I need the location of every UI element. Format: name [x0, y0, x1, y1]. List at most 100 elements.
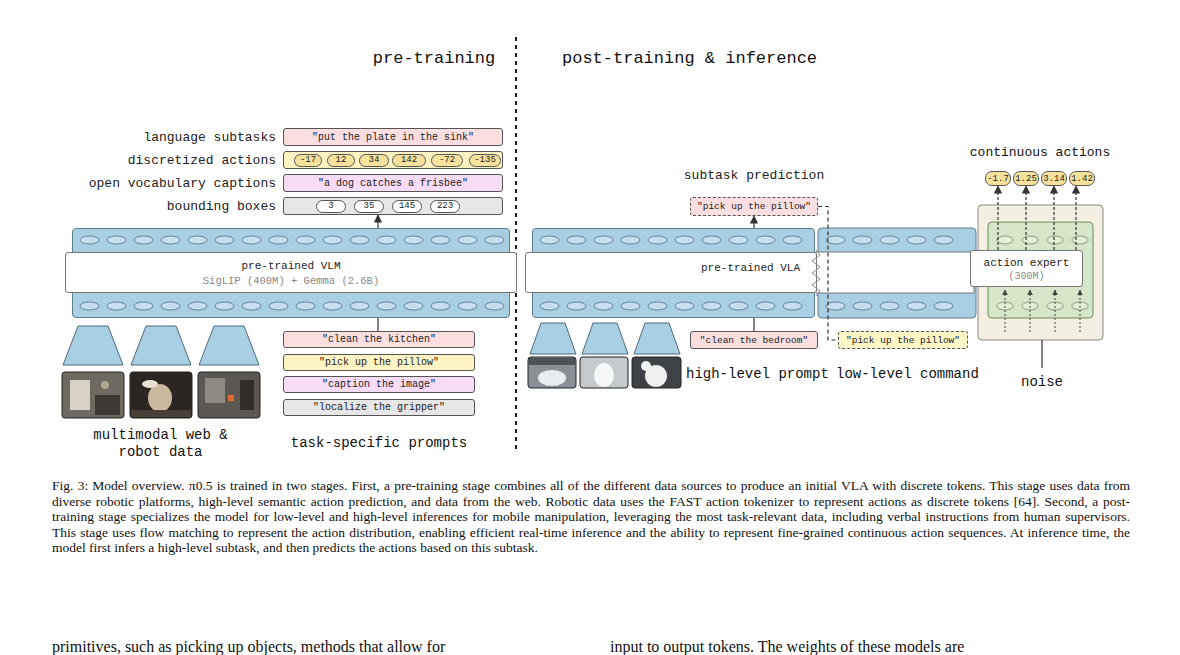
token-row	[76, 234, 508, 312]
token-band-strip	[816, 252, 974, 293]
box-text: 145	[393, 201, 421, 212]
command-box: "pick up the pillow"	[838, 331, 968, 349]
box-text: "pick up the pillow"	[839, 332, 967, 348]
section-label: high-level prompt	[686, 366, 836, 383]
noise-arrow	[1030, 290, 1031, 332]
prompt-box: "pick up the pillow"	[283, 354, 475, 371]
noise-arrow	[1080, 290, 1081, 332]
box-heading: language subtasks	[84, 129, 276, 145]
vlm-block: pre-trained VLMSigLIP (400M) + Gemma (2.…	[72, 228, 510, 318]
prompt-box: "clean the kitchen"	[283, 331, 475, 348]
prompt-box: "localize the gripper"	[283, 399, 475, 416]
section-label: noise	[1015, 374, 1069, 391]
action-value-pill: 3.14	[1041, 171, 1067, 186]
box-text: pre-trained VLA	[693, 261, 808, 275]
token-pill: -72	[431, 154, 463, 167]
action-value-pill: -1.7	[985, 171, 1011, 186]
image-encoder	[131, 326, 191, 365]
photo	[198, 372, 260, 418]
prompt-box: "caption the image"	[283, 376, 475, 393]
connector-arrow	[1053, 186, 1054, 250]
box-text: 1.25	[1014, 172, 1038, 185]
token-pill: 35	[354, 200, 384, 213]
section-label: low-level command	[836, 366, 986, 383]
box-text: (300M)	[971, 270, 1082, 282]
noise-arrow	[1005, 290, 1006, 332]
action-token-box: discretized actions-171234142-72-135	[283, 151, 503, 169]
caption-box: open vocabulary captions"a dog catches a…	[283, 174, 503, 192]
token-pill: 223	[430, 200, 460, 213]
connector-line	[377, 318, 378, 331]
section-label: continuous actions	[960, 145, 1120, 161]
token-pill: 34	[359, 154, 389, 167]
section-label: multimodal web & robot data	[78, 427, 243, 461]
box-heading: bounding boxes	[84, 198, 276, 214]
connector-line	[753, 318, 754, 331]
action-value-pill: 1.25	[1013, 171, 1039, 186]
noise-line	[1041, 340, 1042, 368]
connector-arrow	[997, 186, 998, 250]
box-text: 34	[360, 155, 388, 166]
white-strip	[65, 252, 517, 293]
token-row	[536, 234, 806, 312]
box-text: "pick up the pillow"	[691, 198, 817, 215]
figure-caption: Fig. 3: Model overview. π0.5 is trained …	[52, 478, 1130, 556]
stage-divider	[515, 37, 517, 452]
box-text: SigLIP (400M) + Gemma (2.6B)	[73, 274, 509, 287]
image-encoder	[582, 323, 628, 354]
box-text: 35	[355, 201, 383, 212]
bbox-box: bounding boxes335145223	[283, 197, 503, 215]
box-text: 3.14	[1042, 172, 1066, 185]
prompt-box: "clean the bedroom"	[690, 331, 818, 349]
box-text: 1.42	[1070, 172, 1094, 185]
photo	[580, 357, 628, 388]
token-row	[993, 234, 1093, 312]
image-encoder	[63, 326, 123, 365]
box-text: 3	[317, 201, 345, 212]
box-text: "a dog catches a frisbee"	[284, 175, 502, 191]
image-encoder	[530, 323, 576, 354]
image-encoder	[199, 326, 259, 365]
subtask-box: language subtasks"put the plate in the s…	[283, 128, 503, 146]
photo	[632, 357, 681, 388]
box-text: -17	[295, 155, 321, 166]
connector-arrow	[377, 215, 378, 228]
token-pill: 142	[392, 154, 426, 167]
box-text: -1.7	[986, 172, 1010, 185]
token-pill: -17	[294, 154, 322, 167]
model-split	[812, 250, 820, 296]
action-expert-box: action expert(300M)	[970, 250, 1083, 287]
image-encoder	[634, 323, 680, 354]
box-text: "pick up the pillow"	[284, 355, 474, 370]
box-text: "clean the bedroom"	[691, 332, 817, 348]
vla-block: pre-trained VLA	[532, 228, 815, 318]
subtask-box: subtask prediction"pick up the pillow"	[690, 197, 818, 216]
connector-arrow	[753, 216, 754, 228]
box-text: "put the plate in the sink"	[284, 129, 502, 145]
box-heading: discretized actions	[84, 152, 276, 168]
action-value-pill: 1.42	[1069, 171, 1095, 186]
connector-line	[818, 207, 838, 341]
box-text: action expert	[971, 256, 1082, 269]
box-text: "localize the gripper"	[284, 400, 474, 415]
box-text: pre-trained VLM	[73, 259, 509, 273]
box-text: 12	[328, 155, 354, 166]
body-text: primitives, such as picking up objects, …	[52, 637, 602, 655]
photo	[62, 372, 124, 418]
box-text: -72	[432, 155, 462, 166]
section-label: pre-training	[349, 49, 519, 69]
box-text: "clean the kitchen"	[284, 332, 474, 347]
noise-arrow	[1055, 290, 1056, 332]
box-heading: open vocabulary captions	[84, 175, 276, 191]
token-pill: -135	[469, 154, 501, 167]
section-label: post-training & inference	[562, 49, 842, 69]
box-text: "caption the image"	[284, 377, 474, 392]
token-row	[822, 234, 957, 312]
box-heading: subtask prediction	[679, 166, 829, 184]
